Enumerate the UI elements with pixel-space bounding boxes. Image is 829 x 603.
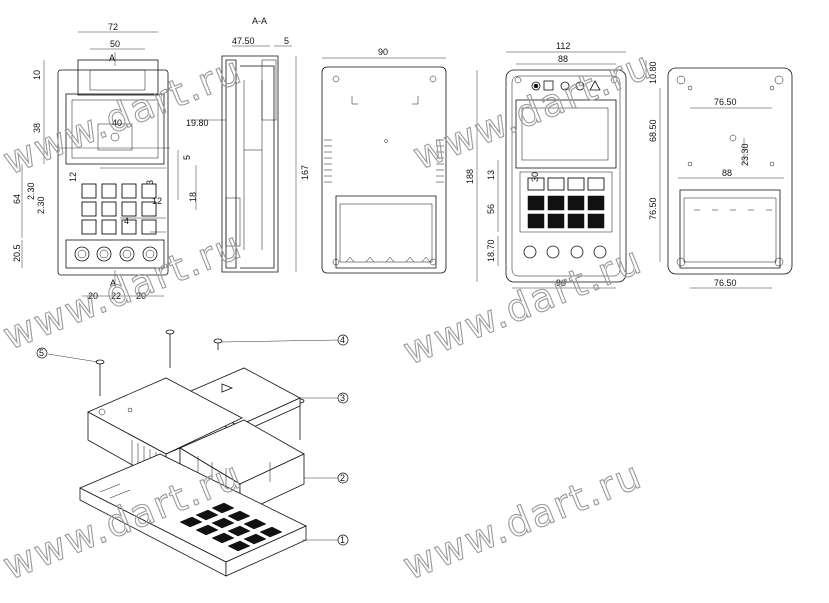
callout-2: 2 xyxy=(340,473,345,483)
panel-keypad xyxy=(527,177,605,229)
watermark-4: www.dart.ru xyxy=(397,238,649,374)
dim-front-22: 22 xyxy=(111,291,121,301)
callout-4: 4 xyxy=(340,335,345,345)
dim-front-2-30b: 2.30 xyxy=(36,196,46,214)
rear-view: 76.50 68.50 23.30 88 76.50 76.50 xyxy=(648,67,793,289)
dim-front-18: 18 xyxy=(188,192,198,202)
dim-rear-76-50-side: 76.50 xyxy=(648,197,658,220)
dim-section-19-80: 19.80 xyxy=(186,118,209,128)
dim-front-5: 5 xyxy=(182,155,192,160)
dim-front-20-5: 20.5 xyxy=(12,244,22,262)
dim-rear-76-50-top: 76.50 xyxy=(714,97,737,107)
dim-front-4: 4 xyxy=(124,216,129,226)
dim-front-38: 38 xyxy=(32,123,42,133)
front-keypad xyxy=(81,183,157,235)
screw-top xyxy=(165,329,175,368)
dim-panel-88: 88 xyxy=(558,54,568,64)
dim-rear-88: 88 xyxy=(722,168,732,178)
exploded-view: 1 2 3 4 5 xyxy=(36,329,349,577)
section-marker-top: A xyxy=(109,53,115,63)
dim-panel-56: 56 xyxy=(486,204,496,214)
dim-section-167: 167 xyxy=(300,165,310,180)
dim-front-10: 10 xyxy=(32,70,42,80)
screw-4 xyxy=(213,338,223,350)
callout-3: 3 xyxy=(340,393,345,403)
watermark-1: www.dart.ru xyxy=(0,48,248,184)
dim-panel-13: 13 xyxy=(486,170,496,180)
dim-section-47-50: 47.50 xyxy=(232,36,255,46)
dim-rear-68-50: 68.50 xyxy=(648,119,658,142)
panel-view: 112 88 10.80 188 13 56 18.70 90 30 xyxy=(465,41,658,289)
dim-front-40: 40 xyxy=(112,118,122,128)
dim-panel-18-70: 18.70 xyxy=(486,239,496,262)
dim-front-20b: 20 xyxy=(136,291,146,301)
front-view: 72 50 10 38 5 12 3 18 64 2.30 2.30 20.5 … xyxy=(12,22,198,301)
dim-front-width-72: 72 xyxy=(108,22,118,32)
dim-rear-23-30: 23.30 xyxy=(740,143,750,166)
dim-front-inner-50: 50 xyxy=(110,39,120,49)
dim-panel-90: 90 xyxy=(556,278,566,288)
dim-back-90: 90 xyxy=(378,47,388,57)
section-label: A-A xyxy=(252,16,267,26)
watermark-6: www.dart.ru xyxy=(397,453,649,589)
back-view: 90 xyxy=(321,47,447,274)
dim-front-12: 12 xyxy=(68,172,78,182)
base-keypad xyxy=(179,502,283,552)
section-marker-bottom: A xyxy=(110,278,116,288)
dim-panel-112: 112 xyxy=(556,41,570,51)
dim-front-20a: 20 xyxy=(88,291,98,301)
dim-panel-30: 30 xyxy=(530,172,540,182)
dim-rear-76-50-bottom: 76.50 xyxy=(714,278,737,288)
dim-front-12b: 12 xyxy=(152,196,162,206)
screw-5 xyxy=(95,359,105,396)
watermark-2: www.dart.ru xyxy=(407,43,659,179)
callout-5: 5 xyxy=(39,348,44,358)
section-view-a-a: A-A 47.50 5 19.80 167 xyxy=(186,16,310,273)
back-vents xyxy=(324,139,444,183)
dim-panel-10-80: 10.80 xyxy=(648,61,658,84)
dim-front-2-30a: 2.30 xyxy=(26,182,36,200)
watermark-3: www.dart.ru xyxy=(0,223,248,359)
dim-section-5: 5 xyxy=(284,36,289,46)
dim-panel-188: 188 xyxy=(465,169,475,184)
callout-1: 1 xyxy=(340,535,345,545)
dim-front-64: 64 xyxy=(12,194,22,204)
dim-front-3: 3 xyxy=(145,180,155,185)
watermarks: www.dart.ru www.dart.ru www.dart.ru www.… xyxy=(0,42,659,589)
